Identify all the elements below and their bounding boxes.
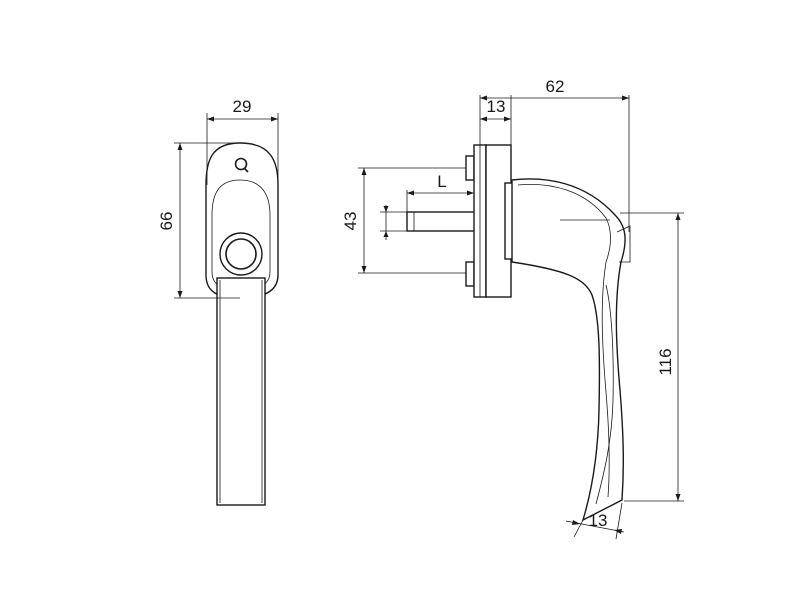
dim-13-top-arrow-right: [504, 116, 511, 122]
side-view: 13 62 43 L 116: [341, 77, 684, 540]
dim-29-arrow-right: [271, 116, 278, 122]
dim-116-arrow-top: [675, 213, 681, 220]
dim-43-arrow-bottom: [361, 266, 367, 273]
dim-spindle-arrow-top: [383, 206, 389, 212]
dim-13-top-label: 13: [487, 97, 506, 116]
dim-66-arrow-top: [177, 143, 183, 150]
lever-arm: [511, 178, 626, 522]
dim-13-bottom-arrow-left: [572, 520, 580, 525]
dim-13-bottom-label: 13: [589, 511, 608, 530]
dim-66-arrow-bottom: [177, 291, 183, 298]
dim-13-top-arrow-left: [480, 116, 487, 122]
lever-side-edge: [595, 284, 614, 505]
screw-top: [465, 155, 475, 181]
dim-29-arrow-left: [207, 116, 214, 122]
spindle: [406, 211, 486, 232]
dim-43-arrow-top: [361, 168, 367, 175]
lever-lock-notch: [616, 225, 631, 263]
dim-13-bottom-ext-left: [573, 519, 584, 538]
front-view: 29 66: [157, 97, 279, 506]
lock-cylinder-icon: [225, 238, 257, 270]
dim-L-arrow-right: [467, 190, 474, 196]
dim-L-arrow-left: [407, 190, 414, 196]
front-grip: [216, 277, 266, 506]
dim-62-arrow-right: [622, 95, 629, 101]
dim-13-bottom-arrow-right: [614, 529, 622, 534]
dim-29-label: 29: [233, 97, 252, 116]
dim-13-bottom-ext-right: [615, 502, 623, 540]
key-symbol-icon: [234, 157, 248, 171]
dim-116-arrow-bottom: [675, 494, 681, 501]
dim-spindle-arrow-bottom: [383, 231, 389, 237]
dim-116-label: 116: [656, 348, 675, 375]
dim-43-label: 43: [341, 212, 360, 231]
dim-L-label: L: [437, 172, 446, 191]
dim-66-label: 66: [157, 212, 176, 231]
screw-bottom: [465, 261, 475, 287]
lever-inner-contour: [517, 184, 611, 498]
dim-62-arrow-left: [480, 95, 487, 101]
dim-62-label: 62: [546, 77, 565, 96]
key-symbol-tail: [243, 167, 249, 173]
